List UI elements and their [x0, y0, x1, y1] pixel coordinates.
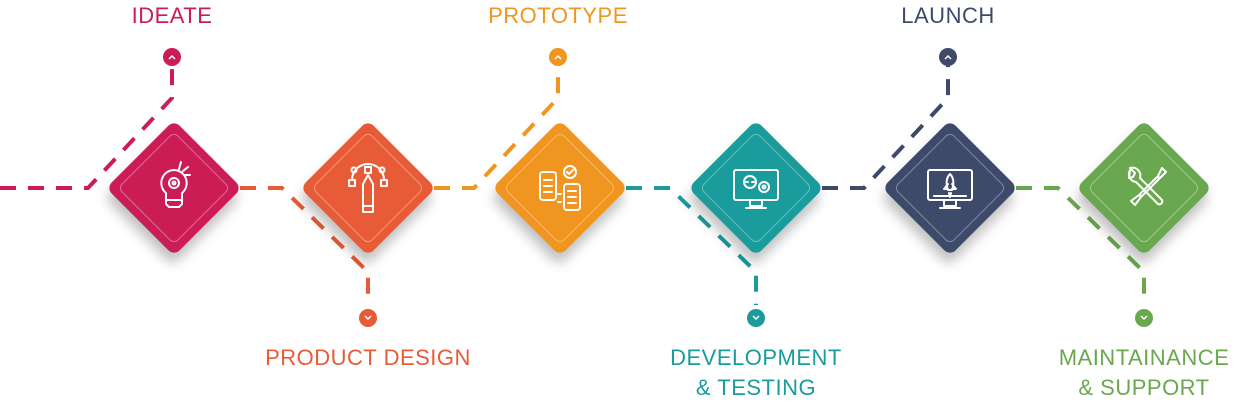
chevron-down-icon — [1140, 315, 1148, 321]
step-label: DEVELOPMENT & TESTING — [670, 343, 842, 403]
step-label-line-1: LAUNCH — [901, 3, 995, 28]
step-label-line-1: IDEATE — [131, 3, 213, 28]
step-label: PROTOTYPE — [488, 1, 628, 31]
step-label-line-2: & TESTING — [695, 375, 817, 400]
step-label: LAUNCH — [901, 1, 994, 31]
step-label-line-2: & SUPPORT — [1078, 375, 1210, 400]
dashed-connector — [434, 65, 560, 190]
monitor-rocket-icon — [927, 169, 973, 209]
dashed-connector — [240, 186, 370, 305]
checklist-icon — [539, 165, 581, 211]
pen-tool-pencil-icon — [348, 163, 388, 213]
lightbulb-gear-icon — [160, 161, 191, 208]
wrench-screwdriver-icon — [1127, 166, 1167, 206]
chevron-down-icon — [364, 315, 372, 321]
step-label-line-1: PRODUCT DESIGN — [265, 345, 471, 370]
step-label-line-1: DEVELOPMENT — [670, 345, 842, 370]
monitor-code-gear-icon — [733, 169, 779, 209]
dashed-connector — [822, 65, 950, 190]
step-label-line-1: MAINTAINANCE — [1058, 345, 1230, 370]
step-label: PRODUCT DESIGN — [265, 343, 471, 373]
chevron-up-icon — [554, 54, 562, 60]
step-label-line-1: PROTOTYPE — [488, 3, 628, 28]
chevron-up-icon — [944, 54, 952, 60]
chevron-up-icon — [168, 54, 176, 60]
step-label: MAINTAINANCE & SUPPORT — [1059, 343, 1230, 403]
dashed-connector — [1016, 186, 1146, 305]
chevron-down-icon — [752, 315, 760, 321]
step-label: IDEATE — [132, 1, 213, 31]
dashed-connector — [0, 65, 174, 190]
dashed-connector — [626, 186, 758, 305]
